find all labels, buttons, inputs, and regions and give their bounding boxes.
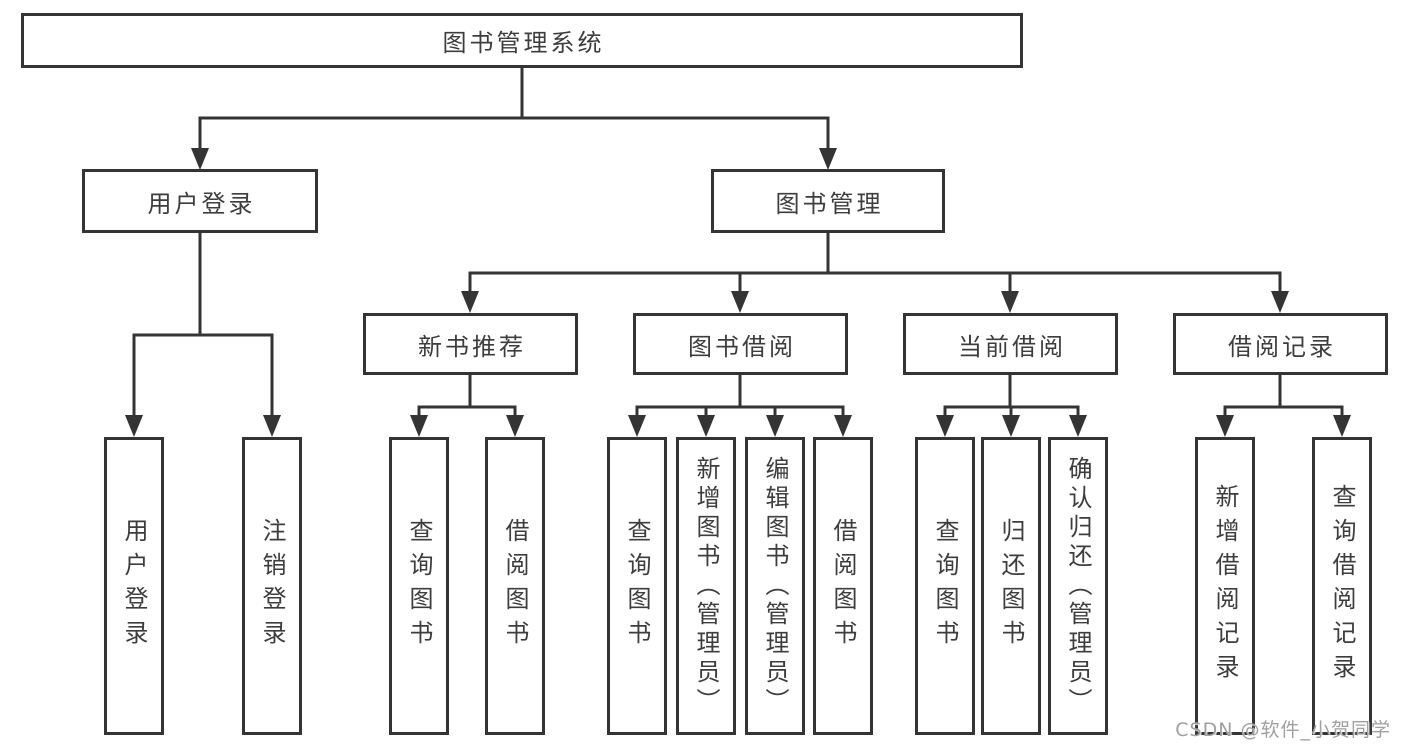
node-label: 新增图书（管理员）	[692, 455, 720, 717]
node-label: 图书管理系统	[442, 29, 605, 57]
arrowhead	[697, 415, 715, 437]
node-current-borrowing: 当前借阅	[903, 313, 1118, 375]
arrowhead	[506, 415, 524, 437]
arrowhead	[1333, 415, 1351, 437]
arrowheads-records-leaves	[1216, 415, 1351, 437]
node-book-management: 图书管理	[711, 169, 945, 233]
connector-borrowing-to-leaves	[635, 373, 845, 420]
arrowhead	[461, 291, 479, 313]
node-label: 用户登录	[147, 189, 256, 218]
node-label: 编辑图书（管理员）	[761, 455, 789, 717]
leaf-logout: 注销登录	[242, 437, 302, 735]
node-new-book-recommendation: 新书推荐	[363, 313, 578, 375]
arrowhead	[819, 148, 837, 170]
leaf-add-borrow-record: 新增借阅记录	[1195, 437, 1255, 735]
connector-recommend-to-leaves	[417, 373, 517, 420]
arrowhead	[125, 415, 143, 437]
arrowhead	[628, 415, 646, 437]
arrowhead	[1002, 415, 1020, 437]
arrowheads-current-leaves	[936, 415, 1087, 437]
leaf-query-books-recommend: 查询图书	[389, 437, 449, 735]
connector-records-to-leaves	[1223, 373, 1344, 420]
node-label: 借阅图书	[829, 518, 857, 654]
node-borrowing-records: 借阅记录	[1173, 313, 1388, 375]
leaf-user-login: 用户登录	[104, 437, 164, 735]
leaf-edit-books-admin: 编辑图书（管理员）	[745, 437, 805, 735]
leaf-query-borrow-record: 查询借阅记录	[1312, 437, 1372, 735]
leaf-confirm-return-admin: 确认归还（管理员）	[1048, 437, 1108, 735]
node-user-login: 用户登录	[82, 169, 318, 233]
arrowheads-userlogin-leaves	[125, 415, 281, 437]
node-label: 图书借阅	[688, 332, 796, 361]
arrowhead	[1216, 415, 1234, 437]
node-label: 归还图书	[997, 518, 1025, 654]
arrowhead	[766, 415, 784, 437]
node-label: 确认归还（管理员）	[1064, 455, 1092, 717]
node-label: 借阅记录	[1228, 332, 1336, 361]
node-label: 注销登录	[258, 518, 286, 654]
connector-userlogin-to-leaves	[132, 231, 274, 420]
node-label: 新书推荐	[418, 332, 526, 361]
node-label: 当前借阅	[958, 332, 1066, 361]
node-label: 图书管理	[775, 189, 884, 218]
arrowhead	[834, 415, 852, 437]
arrowhead	[1069, 415, 1087, 437]
arrowheads-level2	[191, 148, 837, 170]
arrowhead	[263, 415, 281, 437]
arrowheads-recommend-leaves	[410, 415, 524, 437]
leaf-borrow-books: 借阅图书	[813, 437, 873, 735]
node-label: 查询图书	[623, 518, 651, 654]
connector-bookmgmt-to-level3	[468, 231, 1282, 296]
node-book-borrowing: 图书借阅	[633, 313, 848, 375]
connector-current-to-leaves	[943, 373, 1080, 420]
node-label: 借阅图书	[501, 518, 529, 654]
node-label: 查询图书	[405, 518, 433, 654]
arrowhead	[731, 291, 749, 313]
arrowhead	[936, 415, 954, 437]
arrowhead	[410, 415, 428, 437]
arrowhead	[1001, 291, 1019, 313]
leaf-add-books-admin: 新增图书（管理员）	[676, 437, 736, 735]
node-library-management-system: 图书管理系统	[21, 13, 1023, 68]
leaf-borrow-books-recommend: 借阅图书	[485, 437, 545, 735]
connector-root-to-level2	[198, 66, 830, 154]
node-label: 新增借阅记录	[1211, 484, 1239, 688]
node-label: 用户登录	[120, 518, 148, 654]
leaf-return-books: 归还图书	[981, 437, 1041, 735]
arrowhead	[191, 148, 209, 170]
leaf-query-books-borrow: 查询图书	[607, 437, 667, 735]
node-label: 查询借阅记录	[1328, 484, 1356, 688]
node-label: 查询图书	[931, 518, 959, 654]
leaf-query-books-current: 查询图书	[915, 437, 975, 735]
arrowhead	[1271, 291, 1289, 313]
arrowheads-borrowing-leaves	[628, 415, 852, 437]
arrowheads-level3	[461, 291, 1289, 313]
